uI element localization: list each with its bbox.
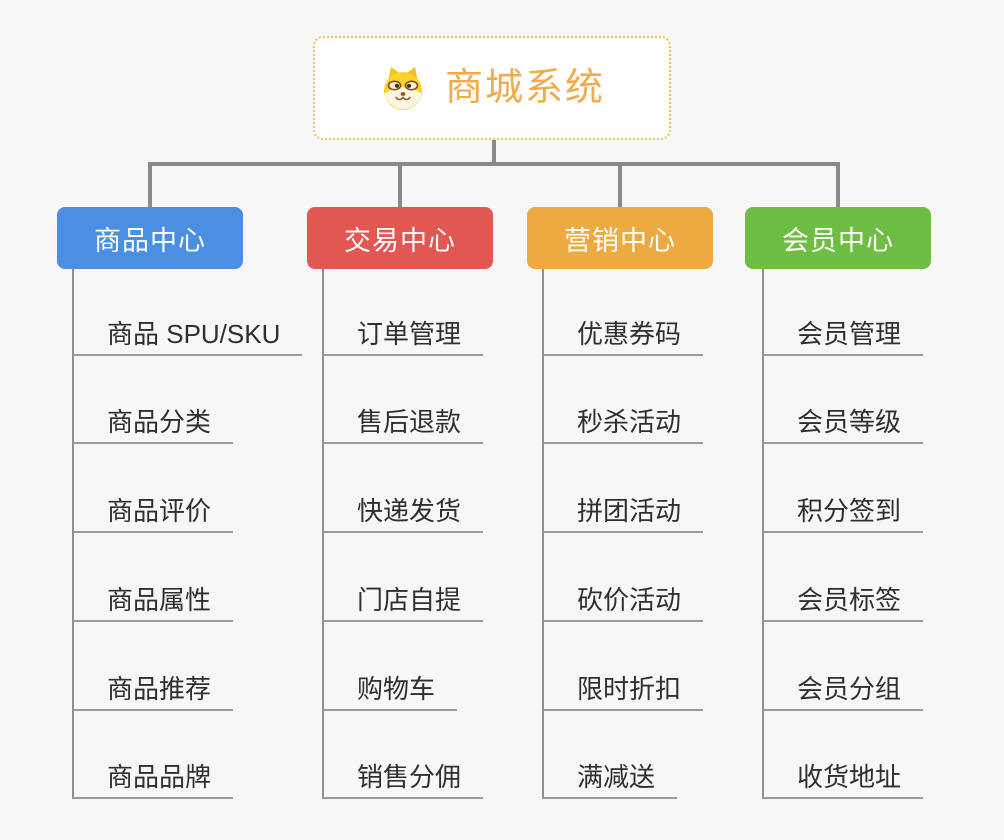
doge-icon [383,67,422,110]
leaf-node[interactable]: 商品分类 [73,404,234,444]
leaf-node[interactable]: 商品属性 [73,582,234,622]
connector-trunk-branch-3 [542,269,544,799]
leaf-node[interactable]: 会员分组 [763,671,924,711]
leaf-node[interactable]: 积分签到 [763,493,924,533]
leaf-node[interactable]: 门店自提 [323,582,484,622]
root-title: 商城系统 [444,67,605,109]
leaf-node[interactable]: 会员标签 [763,582,924,622]
leaf-node[interactable]: 砍价活动 [543,582,704,622]
connector-trunk-branch-4 [762,269,764,799]
connector-stub-branch-1 [148,164,152,207]
leaf-node[interactable]: 收货地址 [763,759,924,799]
leaf-node[interactable]: 优惠券码 [543,316,704,356]
leaf-node[interactable]: 会员等级 [763,404,924,444]
branch-node-member-center[interactable]: 会员中心 [745,207,931,269]
leaf-node[interactable]: 商品品牌 [73,759,234,799]
leaf-node[interactable]: 秒杀活动 [543,404,704,444]
branch-node-product-center[interactable]: 商品中心 [57,207,243,269]
connector-stub-branch-4 [836,164,840,207]
connector-stub-branch-3 [618,164,622,207]
connector-stub-branch-2 [398,164,402,207]
leaf-node[interactable]: 拼团活动 [543,493,704,533]
connector-trunk-branch-1 [72,269,74,799]
leaf-node[interactable]: 商品推荐 [73,671,234,711]
connector-root-stub [492,140,496,164]
leaf-node[interactable]: 售后退款 [323,404,484,444]
leaf-node[interactable]: 订单管理 [323,316,484,356]
leaf-node[interactable]: 购物车 [323,671,458,711]
leaf-node[interactable]: 商品评价 [73,493,234,533]
leaf-node[interactable]: 限时折扣 [543,671,704,711]
leaf-node[interactable]: 商品 SPU/SKU [73,316,303,356]
leaf-node[interactable]: 会员管理 [763,316,924,356]
leaf-node[interactable]: 快递发货 [323,493,484,533]
branch-node-marketing-center[interactable]: 营销中心 [527,207,713,269]
leaf-node[interactable]: 销售分佣 [323,759,484,799]
connector-bus [148,162,840,166]
connector-trunk-branch-2 [322,269,324,799]
root-node[interactable]: 商城系统 [313,36,671,140]
branch-node-trade-center[interactable]: 交易中心 [307,207,493,269]
leaf-node[interactable]: 满减送 [543,759,678,799]
